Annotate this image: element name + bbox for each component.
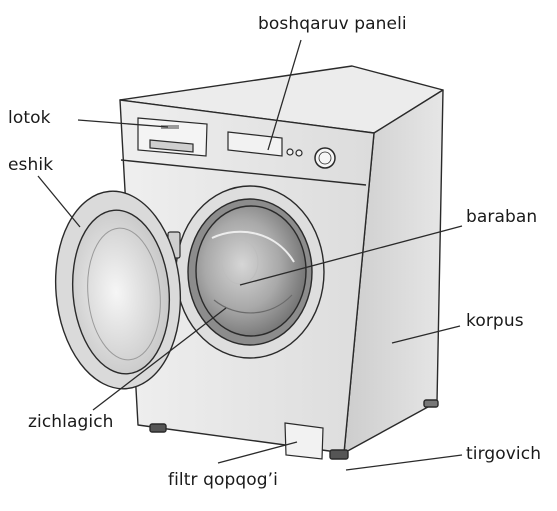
label-tray: lotok [8, 108, 51, 128]
label-body: korpus [466, 311, 524, 331]
label-foot: tirgovich [466, 444, 541, 464]
drum [196, 206, 306, 336]
leader-door [38, 176, 80, 227]
button-2 [296, 150, 302, 156]
filter-cover [285, 423, 323, 459]
porthole [176, 186, 324, 358]
foot-front-left [150, 424, 166, 432]
foot-front-right [330, 450, 348, 459]
label-seal: zichlagich [28, 412, 114, 432]
label-filter-cover: filtr qopqog’i [168, 470, 278, 490]
button-1 [287, 149, 293, 155]
control-knob [315, 148, 335, 168]
detergent-tray [138, 118, 207, 156]
leader-foot [346, 455, 462, 470]
leader-filter [218, 442, 297, 463]
label-control-panel: boshqaruv paneli [258, 14, 407, 34]
label-drum: baraban [466, 207, 537, 227]
foot-back-right [424, 400, 438, 407]
label-door: eshik [8, 155, 53, 175]
